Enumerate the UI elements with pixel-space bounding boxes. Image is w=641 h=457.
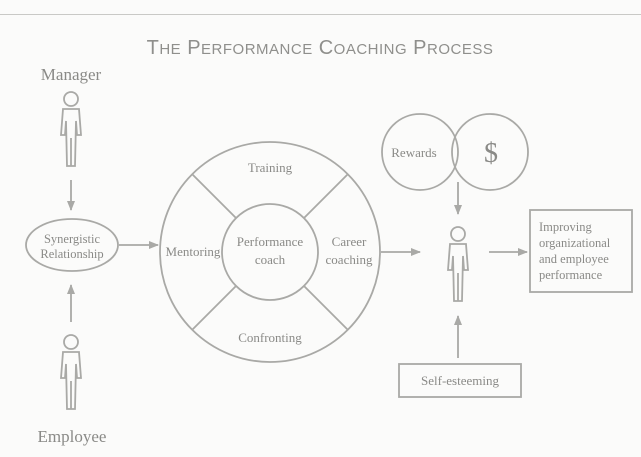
title-initial-3: C <box>319 37 334 59</box>
wheel-spoke-bottom-left <box>191 285 237 331</box>
coached-person-icon <box>447 226 469 302</box>
top-rule <box>0 14 641 15</box>
outcome-box <box>529 209 633 293</box>
wheel-outer-circle <box>159 141 381 363</box>
wheel-center-line-1: Performance <box>237 234 304 249</box>
money-circle <box>451 113 529 191</box>
wheel-spoke-top-right <box>303 173 349 219</box>
title-rest-1: HE <box>159 41 181 58</box>
wheel-segment-left: Mentoring <box>166 244 221 259</box>
relationship-line-2: Relationship <box>40 247 103 261</box>
coaching-wheel <box>159 141 381 363</box>
relationship-line-1: Synergistic <box>44 232 100 246</box>
title-rest-2: ERFORMANCE <box>201 41 313 58</box>
employee-person-icon <box>60 334 82 410</box>
manager-person-icon <box>60 91 82 167</box>
outcome-line-2: organizational <box>539 236 611 250</box>
rewards-label: Rewards <box>391 145 437 160</box>
wheel-spoke-top-left <box>191 173 237 219</box>
employee-label: Employee <box>38 427 107 446</box>
wheel-center-line-2: coach <box>255 252 286 267</box>
title-initial-4: P <box>413 37 427 59</box>
manager-label: Manager <box>41 65 102 84</box>
wheel-segment-top: Training <box>248 160 293 175</box>
outcome-line-4: performance <box>539 268 603 282</box>
self-esteeming-box <box>398 363 522 398</box>
rewards-circle <box>381 113 459 191</box>
title-initial-1: T <box>147 37 160 59</box>
title-rest-4: ROCESS <box>427 41 493 58</box>
dollar-sign-icon: $ <box>484 138 498 169</box>
outcome-line-1: Improving <box>539 220 593 234</box>
title-rest-3: OACHING <box>334 41 408 58</box>
outcome-line-3: and employee <box>539 252 609 266</box>
wheel-segment-bottom: Confronting <box>238 330 302 345</box>
wheel-segment-right-line-2: coaching <box>326 252 373 267</box>
self-esteeming-label: Self-esteeming <box>421 373 499 388</box>
wheel-spoke-bottom-right <box>303 285 349 331</box>
title-initial-2: P <box>187 37 201 59</box>
relationship-ellipse <box>25 218 119 272</box>
wheel-inner-circle <box>221 203 319 301</box>
rewards-venn <box>381 113 529 191</box>
wheel-segment-right-line-1: Career <box>332 234 367 249</box>
